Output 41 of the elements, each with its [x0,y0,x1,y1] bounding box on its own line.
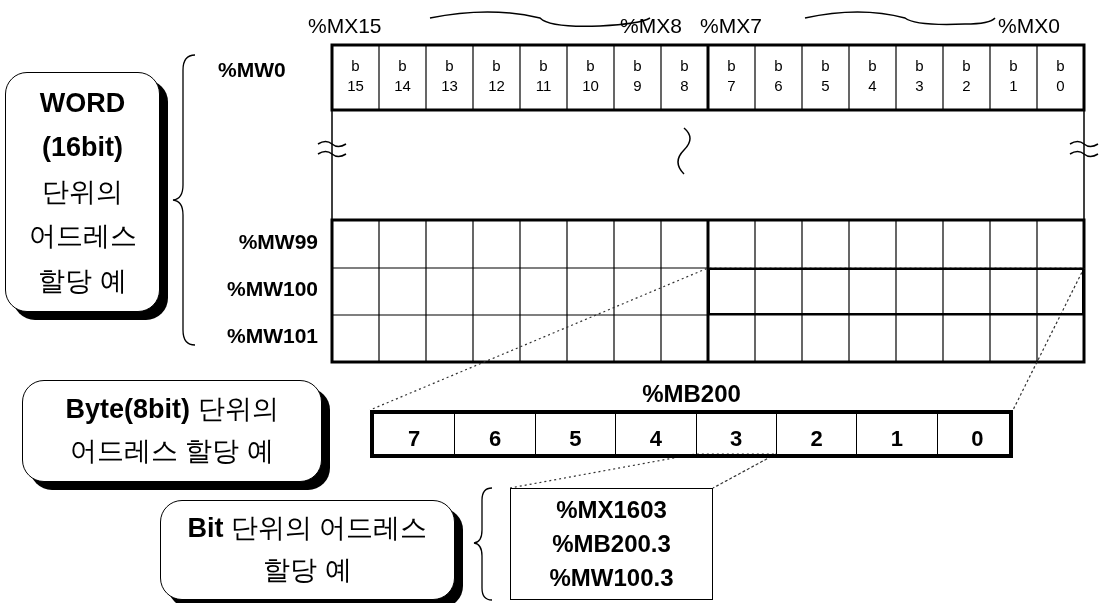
bit-number: b 0 [1056,56,1065,96]
bit-number: b 10 [582,56,599,96]
callout-text: Bit 단위의 어드레스 할당 예 [186,512,429,587]
bit-cell: 4 [615,414,696,454]
register-label: %MB200 [642,380,741,407]
bit-cell: 3 [695,414,776,454]
address-text: %MW100.3 [549,563,674,593]
bit-number: b 11 [535,56,552,96]
bit-number: b 12 [488,56,505,96]
bit-number: b 6 [774,56,783,96]
row-address: %MW100 [226,277,318,301]
row-address: %MW99 [238,230,318,254]
bit-cell: 2 [775,414,857,454]
bit-address: %MX7 [700,14,762,38]
bit-address: %MX0 [998,14,1060,38]
bit-cell: 0 [936,414,1017,454]
bit-number: b 2 [962,56,971,96]
bit-number: b 8 [680,56,689,96]
bit-number: b 14 [394,56,411,96]
bit-number: b 7 [727,56,736,96]
bit-address: %MX8 [620,14,682,38]
callout-text: WORD (16bit) 단위의 어드레스 할당 예 [27,86,138,298]
address-text: %MB200.3 [552,529,671,559]
row-address: %MW0 [218,58,286,82]
bit-number: b 9 [633,56,642,96]
address-text: %MX1603 [556,495,667,525]
bit-number: b 15 [347,56,364,96]
bit-cell: 6 [454,414,535,454]
bit-number: b 3 [915,56,924,96]
bit-cell: 7 [374,414,455,454]
bit-number: b 1 [1009,56,1018,96]
bit-cell: 5 [534,414,616,454]
bit-cell: 1 [856,414,937,454]
address-box [510,488,713,600]
callout-text: Byte(8bit) 단위의 어드레스 할당 예 [64,393,280,468]
bit-number: b 13 [441,56,458,96]
bit-address: %MX15 [308,14,382,38]
bit-number: b 5 [821,56,830,96]
row-address: %MW101 [226,324,318,348]
byte-region [708,268,1084,315]
bit-number: b 4 [868,56,877,96]
